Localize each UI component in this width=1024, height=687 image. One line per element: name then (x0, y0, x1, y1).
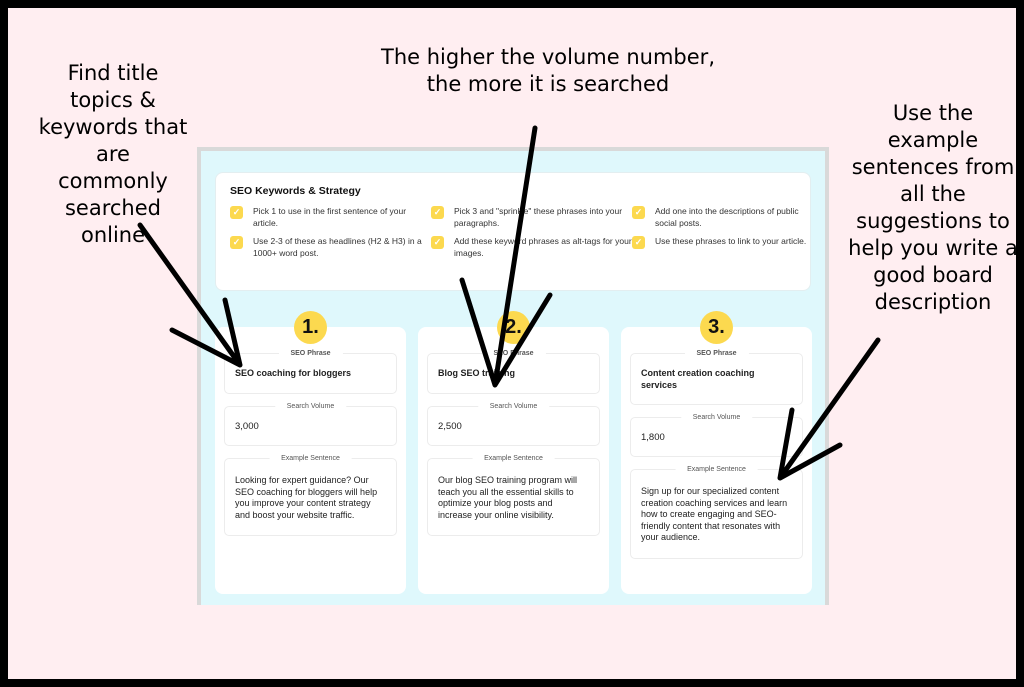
tip-text: Pick 3 and "sprinkle" these phrases into… (454, 206, 623, 228)
phrase-value: Blog SEO training (438, 368, 516, 378)
field-label: Search Volume (477, 401, 550, 413)
volume-value: 2,500 (438, 421, 462, 432)
field-label: SEO Phrase (278, 348, 343, 360)
tip-text: Add these keyword phrases as alt-tags fo… (454, 236, 632, 258)
field-label: SEO Phrase (684, 348, 749, 360)
number-badge: 2. (497, 311, 530, 344)
field-label: Search Volume (680, 412, 753, 424)
tip: ✓ Use 2-3 of these as headlines (H2 & H3)… (230, 236, 431, 259)
strategy-card: SEO Keywords & Strategy ✓ Pick 1 to use i… (215, 172, 811, 291)
phrase-value: SEO coaching for bloggers (235, 368, 352, 378)
tip-text: Use 2-3 of these as headlines (H2 & H3) … (253, 236, 422, 258)
tip-text: Use these phrases to link to your articl… (655, 236, 807, 246)
example-value: Looking for expert guidance? Our SEO coa… (235, 475, 378, 520)
tip: ✓ Add these keyword phrases as alt-tags f… (431, 236, 632, 259)
check-icon: ✓ (431, 206, 444, 219)
tip: ✓ Pick 3 and "sprinkle" these phrases int… (431, 206, 632, 229)
tip-text: Pick 1 to use in the first sentence of y… (253, 206, 407, 228)
check-icon: ✓ (431, 236, 444, 249)
example-value: Sign up for our specialized content crea… (641, 486, 788, 542)
check-icon: ✓ (230, 206, 243, 219)
number-badge: 1. (294, 311, 327, 344)
annotation-left: Find title topics & keywords that are co… (38, 61, 188, 247)
field-label: SEO Phrase (481, 348, 546, 360)
search-volume-field: Search Volume 3,000 (224, 401, 397, 446)
field-label: Example Sentence (472, 453, 555, 465)
annotation-right: Use the example sentences from all the s… (848, 101, 1018, 314)
check-icon: ✓ (632, 206, 645, 219)
example-value: Our blog SEO training program will teach… (438, 475, 578, 520)
tip: ✓ Add one into the descriptions of public… (632, 206, 812, 229)
search-volume-field: Search Volume 2,500 (427, 401, 600, 446)
strategy-title: SEO Keywords & Strategy (230, 185, 361, 197)
field-label: Example Sentence (269, 453, 352, 465)
phrase-value: Content creation coaching services (641, 368, 755, 390)
volume-value: 1,800 (641, 432, 665, 443)
check-icon: ✓ (230, 236, 243, 249)
field-label: Example Sentence (675, 464, 758, 476)
annotation-middle: The higher the volume number, the more i… (381, 45, 715, 96)
search-volume-field: Search Volume 1,800 (630, 412, 803, 457)
volume-value: 3,000 (235, 421, 259, 432)
check-icon: ✓ (632, 236, 645, 249)
screenshot-panel: SEO Keywords & Strategy ✓ Pick 1 to use i… (197, 147, 829, 605)
tip-text: Add one into the descriptions of public … (655, 206, 799, 228)
number-badge: 3. (700, 311, 733, 344)
field-label: Search Volume (274, 401, 347, 413)
tip: ✓ Pick 1 to use in the first sentence of … (230, 206, 431, 229)
tip: ✓ Use these phrases to link to your artic… (632, 236, 812, 259)
